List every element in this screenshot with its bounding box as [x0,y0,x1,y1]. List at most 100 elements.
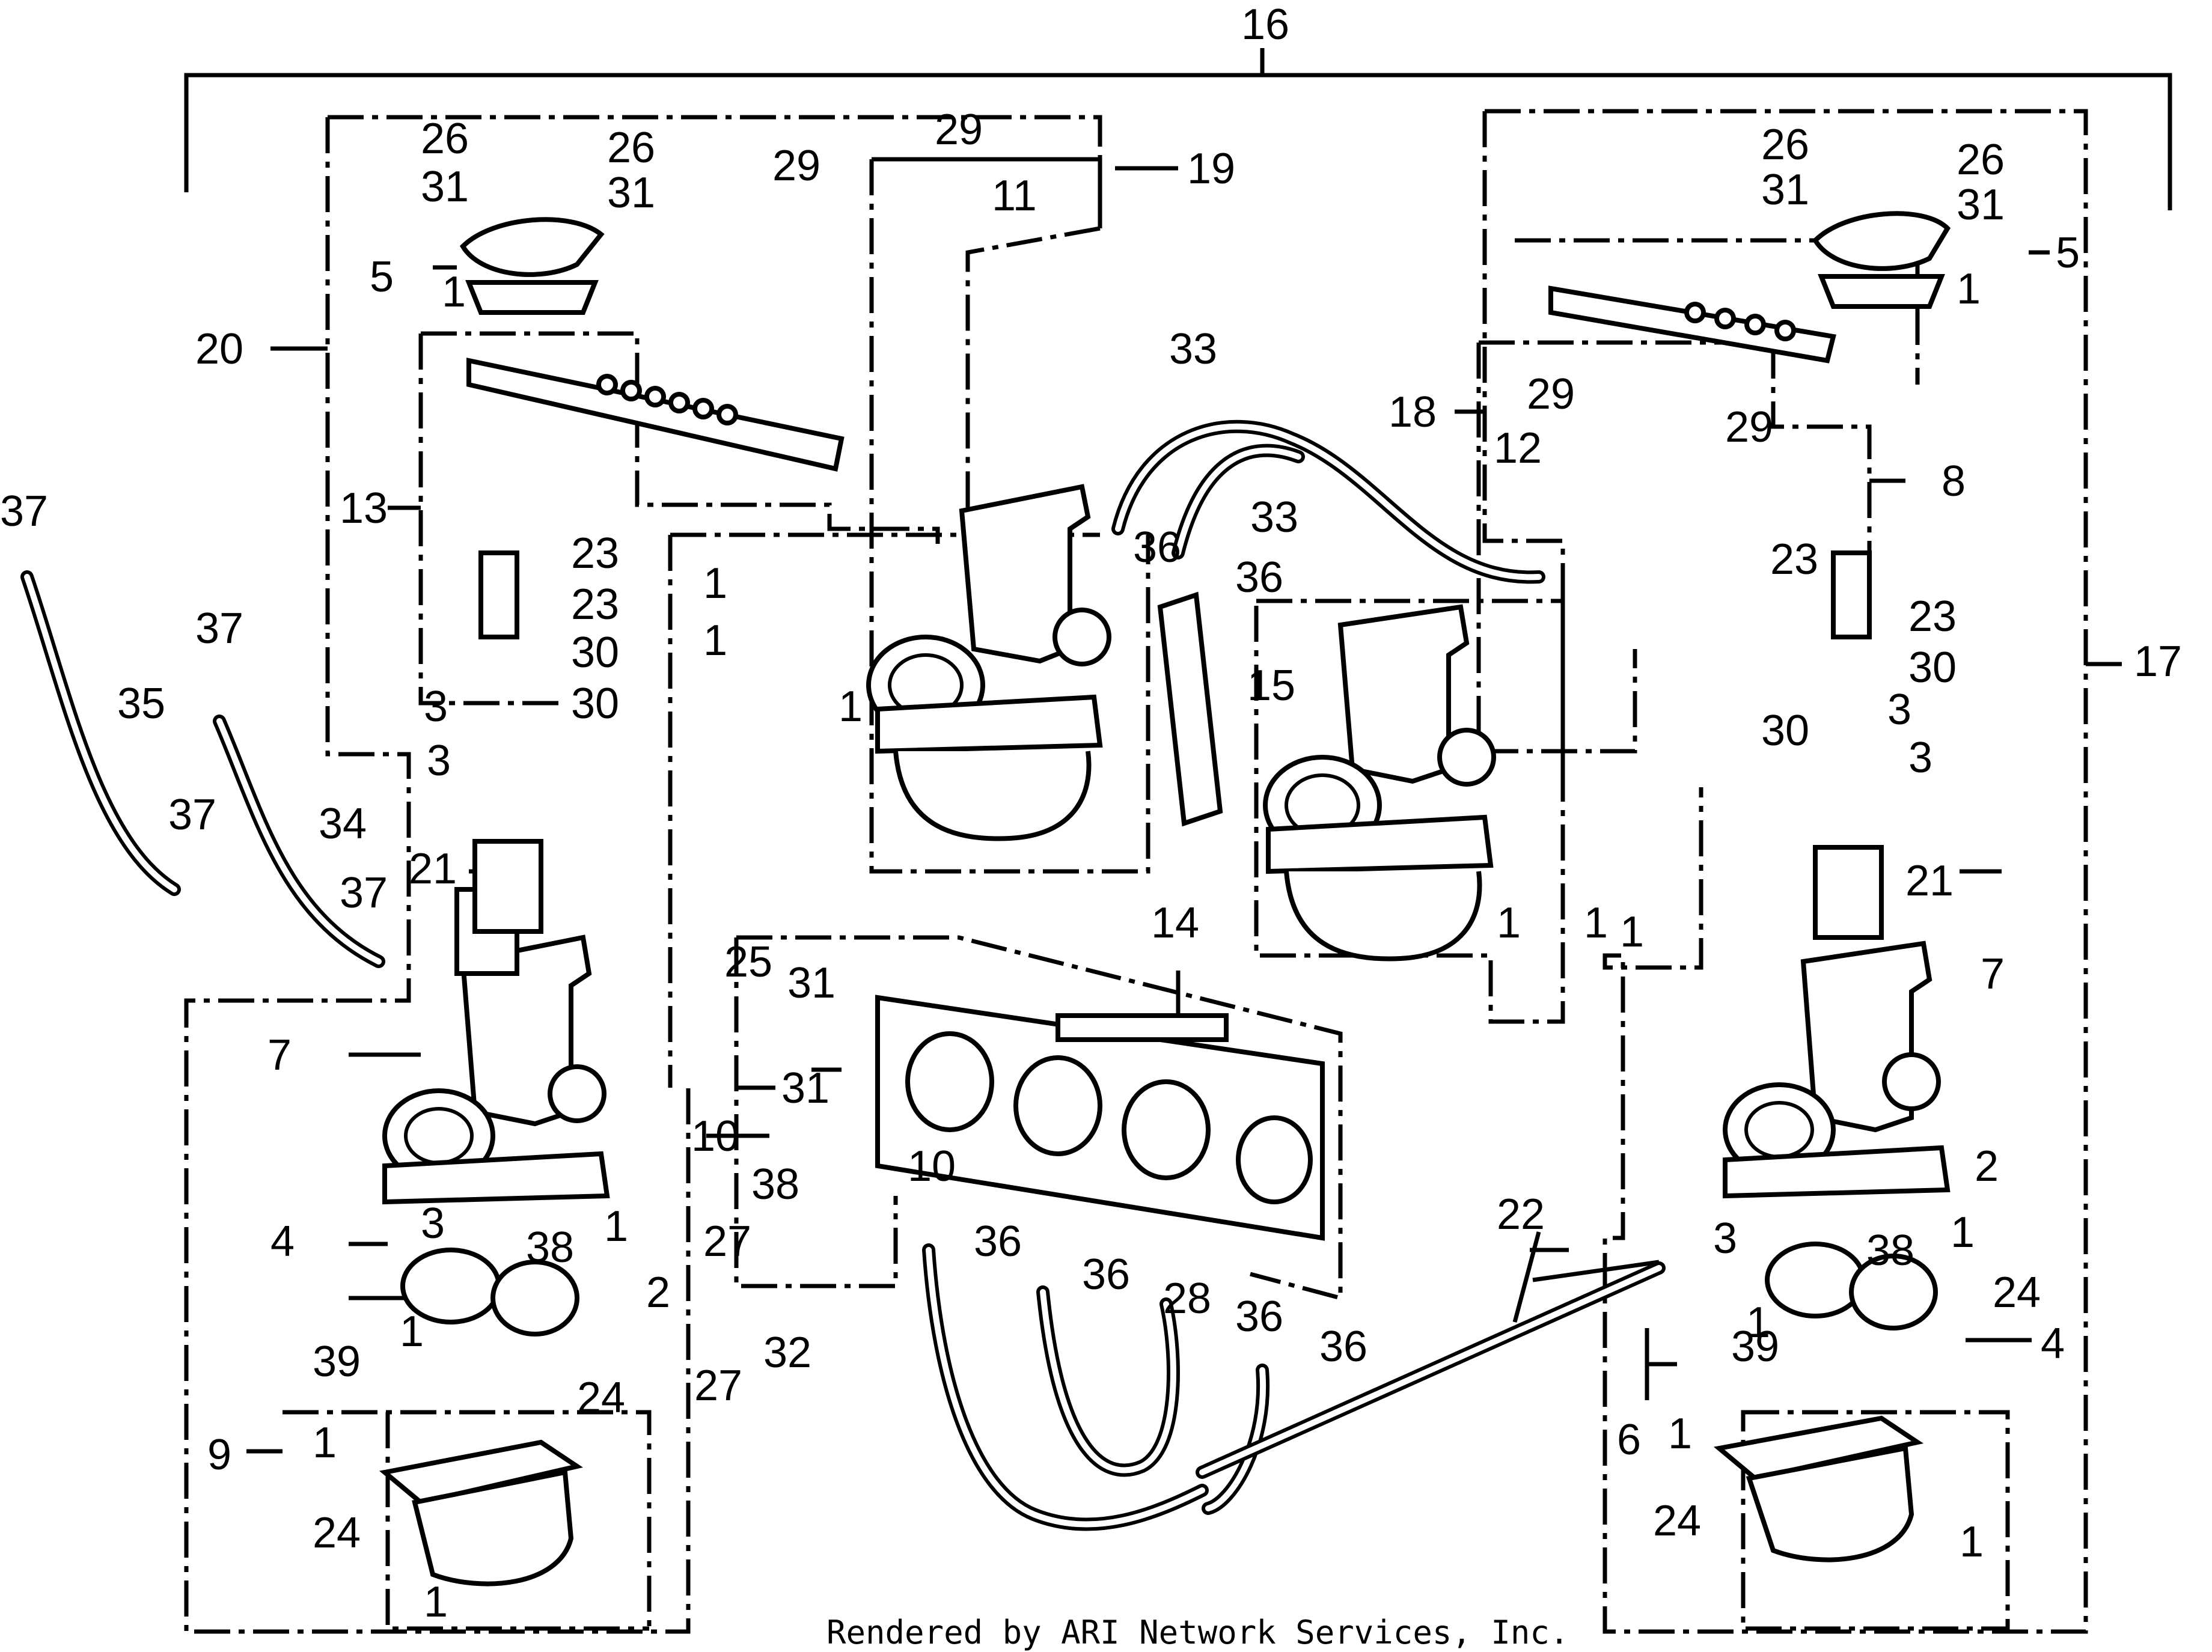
callout-11: 11 [992,172,1037,220]
callout-31: 31 [607,169,655,217]
callout-1: 1 [1960,1518,1984,1566]
callout-14: 14 [1151,899,1199,947]
callout-39: 39 [1731,1323,1779,1371]
callout-37: 37 [0,487,48,535]
callout-3: 3 [427,737,451,785]
callout-13: 13 [340,484,388,532]
callout-30: 30 [1761,707,1809,755]
callout-1: 1 [604,1202,628,1251]
callout-8: 8 [1942,457,1966,505]
carburetor-lower-right [1723,845,1951,1330]
callout-1: 1 [1620,908,1644,956]
callout-21: 21 [409,845,457,893]
callout-37: 37 [340,869,388,917]
callout-31: 31 [1957,181,2005,229]
callout-23: 23 [1908,593,1957,641]
callout-27: 27 [703,1218,751,1266]
callout-23: 23 [571,581,619,629]
callout-1: 1 [400,1308,424,1356]
callout-25: 25 [724,938,772,986]
callout-3: 3 [1713,1215,1737,1263]
callout-26: 26 [607,124,655,172]
callout-6: 6 [1617,1416,1641,1464]
cable-22 [1532,1260,1660,1282]
callout-1: 1 [1746,1299,1770,1347]
callout-3: 3 [424,683,448,731]
callout-39: 39 [313,1338,361,1386]
footer-credit: Rendered by ARI Network Services, Inc. [826,1614,1569,1651]
callout-1: 1 [442,268,466,316]
callout-1: 1 [839,683,863,731]
callout-3: 3 [1908,734,1932,782]
callout-33: 33 [1250,493,1298,541]
callout-29: 29 [1725,403,1773,451]
callout-4: 4 [2041,1320,2065,1368]
callout-24: 24 [577,1374,625,1422]
intake-manifold [875,995,1325,1241]
callout-36: 36 [1235,1293,1283,1341]
callout-7: 7 [1981,950,2005,998]
callout-3: 3 [1887,686,1911,734]
callout-29: 29 [935,106,983,154]
callout-19: 19 [1187,145,1235,193]
callout-2: 2 [646,1269,670,1317]
callout-31: 31 [421,163,469,211]
callout-33: 33 [1169,325,1217,373]
callout-3: 3 [421,1199,445,1248]
callout-12: 12 [1494,424,1542,472]
callout-31: 31 [781,1064,830,1112]
carburetor-upper-right [1263,604,1496,962]
callout-29: 29 [1527,370,1575,418]
callout-26: 26 [1957,136,2005,184]
callout-17: 17 [2134,638,2182,686]
callout-2: 2 [1975,1142,1999,1190]
callout-22: 22 [1497,1190,1545,1239]
callout-26: 26 [1761,121,1809,169]
top-caps [459,211,1951,315]
callout-21: 21 [1905,857,1954,905]
carburetor-upper-left [866,484,1111,841]
callout-38: 38 [526,1224,574,1272]
callout-1: 1 [1668,1410,1692,1458]
carburetor-bodies [379,211,1951,1586]
callout-labels: 16 26 31 26 31 29 29 11 19 26 31 26 31 5… [0,1,2182,1626]
callout-10: 10 [908,1142,956,1190]
callout-30: 30 [571,680,619,728]
callout-27: 27 [694,1362,742,1410]
float-bowl-right [1713,1415,1924,1562]
callout-10: 10 [691,1112,739,1160]
callout-28: 28 [1163,1275,1211,1323]
callout-24: 24 [1993,1269,2041,1317]
callout-1: 1 [313,1419,337,1467]
callout-15: 15 [1247,662,1295,710]
callout-35: 35 [117,680,165,728]
callout-34: 34 [319,800,367,848]
callout-36: 36 [1082,1251,1130,1299]
callout-30: 30 [1908,644,1957,692]
callout-24: 24 [1653,1497,1701,1545]
callout-5: 5 [370,253,394,301]
callout-1: 1 [1957,265,1981,313]
callout-37: 37 [195,605,243,653]
callout-36: 36 [1133,523,1181,571]
callout-1: 1 [703,617,727,665]
link-rods [466,285,1836,472]
callout-38: 38 [1866,1227,1914,1275]
callout-38: 38 [751,1160,799,1209]
callout-18: 18 [1389,388,1437,436]
callout-29: 29 [772,142,820,190]
callout-9: 9 [207,1431,231,1479]
callout-36: 36 [974,1218,1022,1266]
callout-7: 7 [267,1031,292,1079]
callout-1: 1 [424,1578,448,1626]
callout-16: 16 [1241,1,1289,49]
callout-31: 31 [1761,166,1809,214]
floats [472,550,1884,940]
callout-32: 32 [763,1329,811,1377]
callout-4: 4 [270,1218,295,1266]
callout-31: 31 [787,959,836,1007]
callout-1: 1 [703,559,727,608]
callout-5: 5 [2056,229,2080,277]
float-bowl-left [379,1439,583,1586]
